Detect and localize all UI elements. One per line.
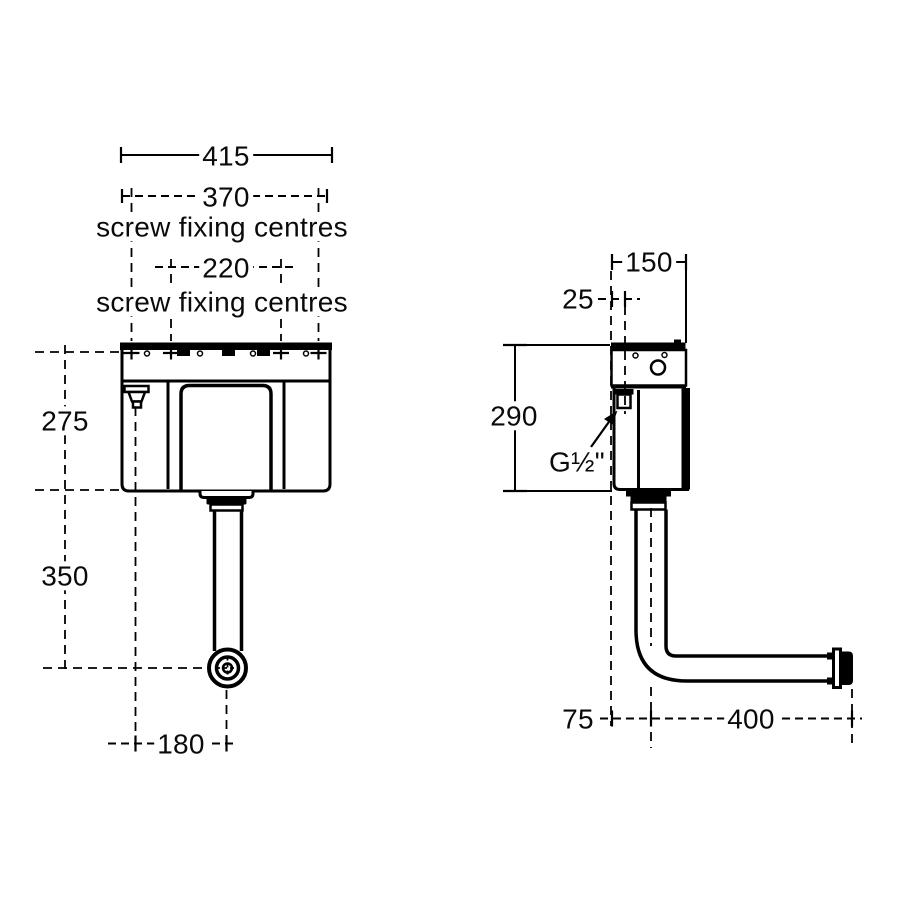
front-view-drawing [35,147,334,752]
pipe-elbow-circle [207,647,248,689]
dim-body-height-side-label: 290 [487,401,541,431]
inlet-valve-side [590,389,634,448]
dim-inlet-setback-label: 25 [559,284,597,314]
flush-pipe-front [198,491,255,651]
side-view-drawing [503,254,862,748]
dim-pipe-run-label: 400 [724,704,778,734]
screw-fixing-caption-outer: screw fixing centres [93,212,351,242]
dim-screw-inner-label: 220 [199,253,253,283]
dim-screw-outer-label: 370 [199,182,253,212]
screw-fixing-caption-inner: screw fixing centres [93,287,351,317]
flush-pipe-side [626,490,833,685]
dim-depth-label: 150 [622,247,676,277]
mounting-rail-side [611,339,686,376]
front-chain-lines [35,345,207,672]
dim-overall-width-label: 415 [199,141,253,171]
dim-outlet-offset-label: 180 [154,729,208,759]
dim-outlet-drop-label: 350 [38,561,92,591]
inlet-valve-front [123,384,150,750]
leader-arrowhead [604,410,618,425]
mounting-rail-front [120,342,332,357]
side-centre-lines [610,271,853,748]
inlet-thread-label: G½" [546,447,608,477]
pipe-end-flange [832,647,853,689]
cistern-front-outline [120,346,332,493]
dim-body-height-front-label: 275 [38,406,92,436]
dim-wall-to-pipe-label: 75 [559,704,597,734]
